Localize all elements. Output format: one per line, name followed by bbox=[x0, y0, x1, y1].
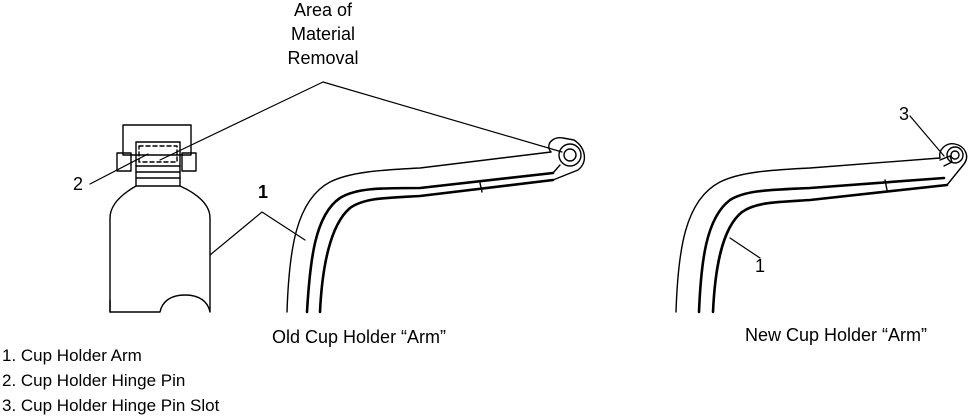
legend-item-1: 1. Cup Holder Arm bbox=[2, 346, 142, 365]
new-cup-holder-arm bbox=[675, 143, 968, 314]
old-arm-caption: Old Cup Holder “Arm” bbox=[272, 327, 446, 347]
hinge-pin-assembly bbox=[109, 124, 211, 313]
cup-holder-body bbox=[109, 185, 211, 313]
leader-lines bbox=[89, 81, 945, 259]
area-label-line-2: Material bbox=[291, 24, 355, 44]
pin-tab-left bbox=[116, 152, 132, 172]
legend-item-3: 3. Cup Holder Hinge Pin Slot bbox=[2, 396, 220, 415]
callout-3-slot: 3 bbox=[899, 104, 909, 124]
callout-2-hinge-pin: 2 bbox=[73, 174, 83, 194]
legend: 1. Cup Holder Arm 2. Cup Holder Hinge Pi… bbox=[2, 346, 220, 415]
legend-item-2: 2. Cup Holder Hinge Pin bbox=[2, 371, 185, 390]
new-arm-caption: New Cup Holder “Arm” bbox=[745, 325, 927, 345]
pin-cap bbox=[122, 124, 192, 156]
callout-1-old-arm: 1 bbox=[258, 182, 268, 202]
area-of-material-removal-label: Area of Material Removal bbox=[287, 0, 358, 68]
area-label-line-1: Area of bbox=[294, 0, 353, 20]
area-label-line-3: Removal bbox=[287, 48, 358, 68]
old-cup-holder-arm bbox=[286, 137, 585, 314]
pin-neck bbox=[135, 141, 181, 187]
callout-1-new-arm: 1 bbox=[755, 256, 765, 276]
hidden-pin-outline bbox=[138, 145, 178, 163]
pin-tab-right bbox=[181, 152, 197, 172]
